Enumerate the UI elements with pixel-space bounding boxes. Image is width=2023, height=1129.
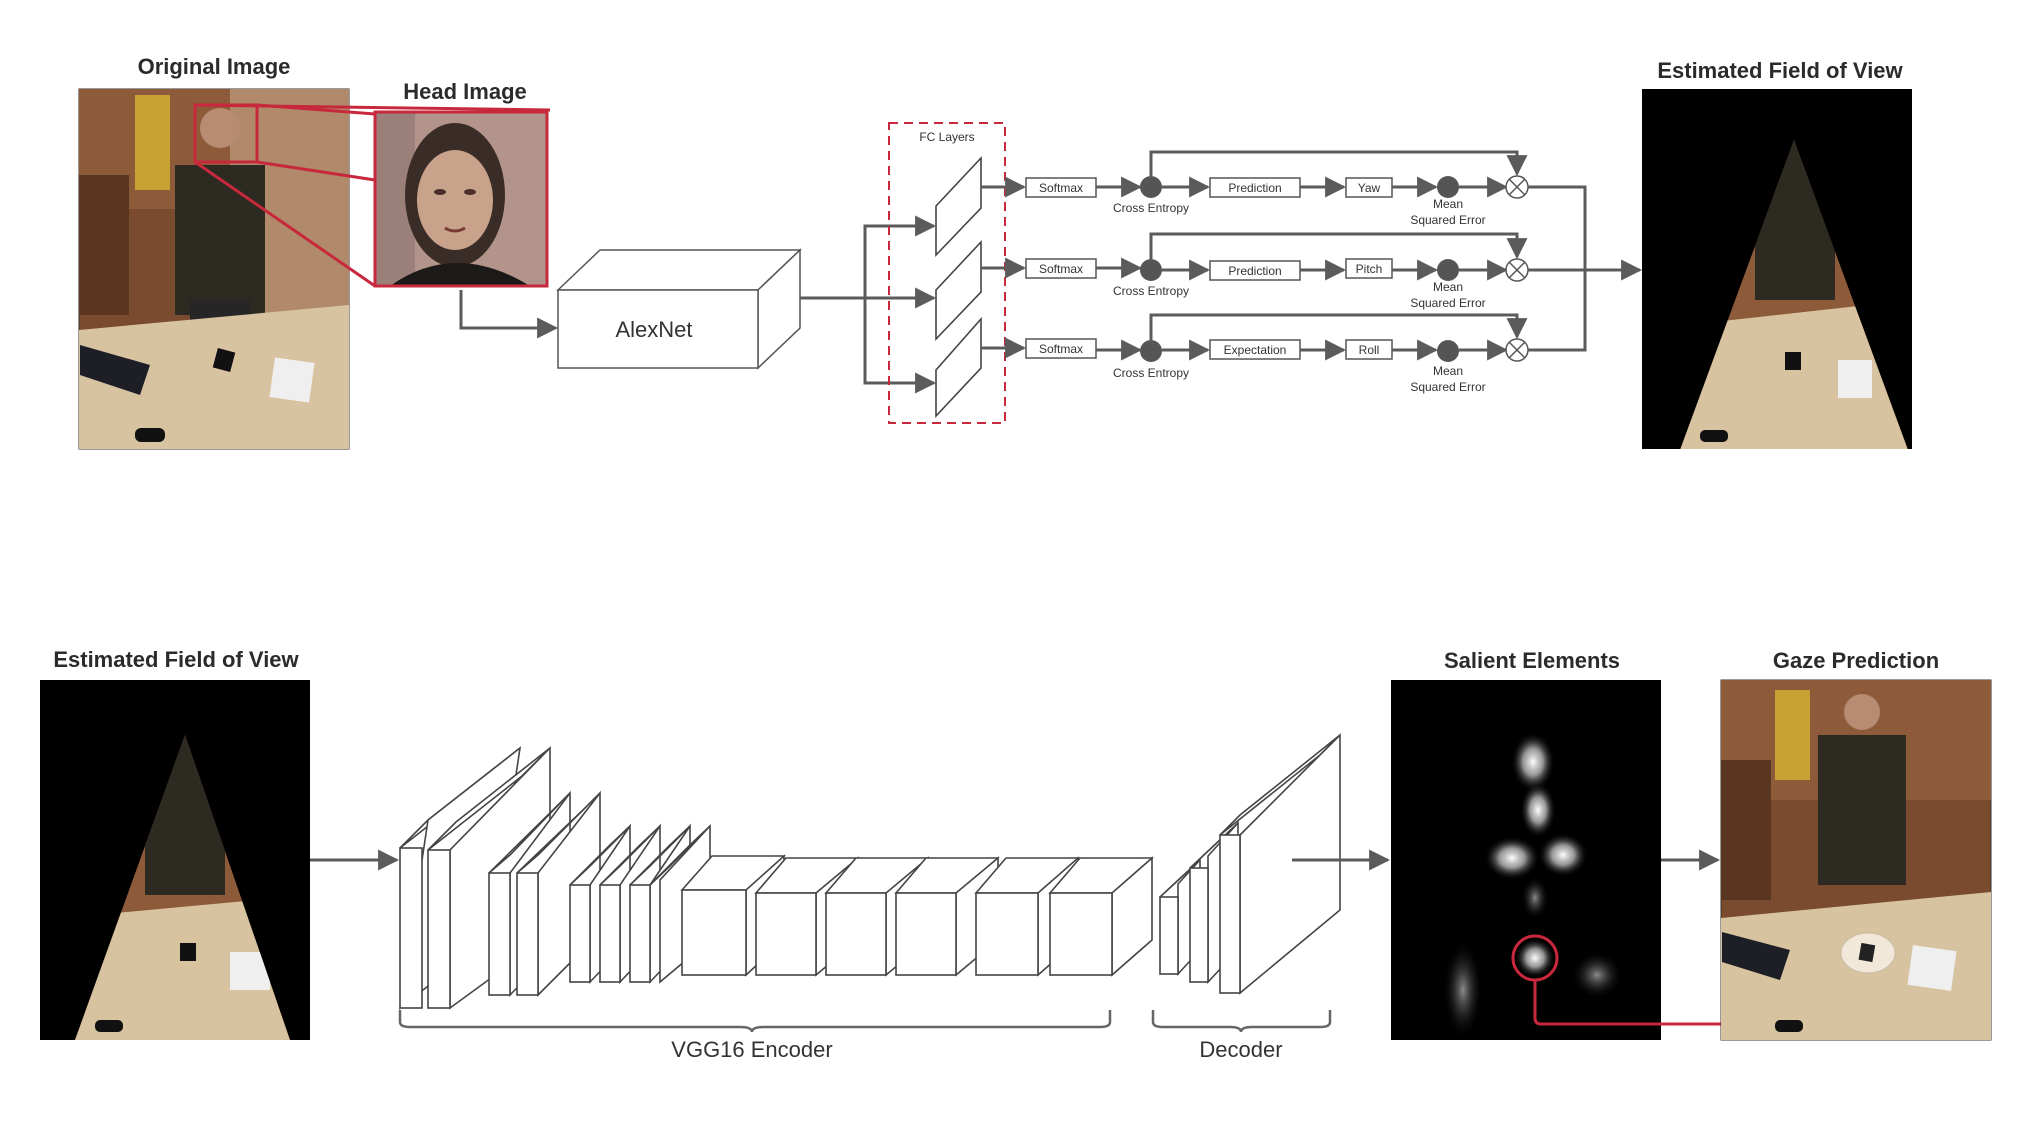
- mse-label-line1: Mean: [1433, 197, 1463, 211]
- estimated-fov-title-bottom: Estimated Field of View: [53, 647, 299, 672]
- estimated-fov-image-bottom: [40, 680, 310, 1040]
- original-image-title: Original Image: [138, 54, 291, 79]
- branch-row-yaw: Softmax Cross Entropy Prediction Yaw Mea…: [981, 150, 1529, 227]
- encoder-label: VGG16 Encoder: [671, 1037, 832, 1062]
- cross-entropy-node: [1140, 176, 1162, 198]
- encoder-brace: [398, 1010, 1112, 1033]
- alexnet-label: AlexNet: [615, 317, 692, 342]
- fc-layer-planes: [935, 155, 982, 419]
- head-to-alexnet-arrow: [459, 290, 559, 339]
- merge-to-fov-arrows: [1528, 185, 1643, 352]
- roll-label: Roll: [1359, 343, 1380, 357]
- vgg16-encoder-layers: [398, 746, 1154, 1010]
- decoder-brace: [1151, 1010, 1332, 1033]
- softmax-label: Softmax: [1039, 342, 1083, 356]
- alexnet-to-fc-arrows: [800, 215, 937, 394]
- alexnet-block: [556, 248, 802, 370]
- branch-row-roll: Softmax Cross Entropy Expectation Roll M…: [981, 313, 1529, 394]
- cross-entropy-node: [1140, 259, 1162, 281]
- mse-node: [1437, 176, 1459, 198]
- mse-label-line2: Squared Error: [1410, 380, 1485, 394]
- head-image-title: Head Image: [403, 79, 527, 104]
- head-image-photo: [373, 110, 549, 288]
- cross-entropy-label: Cross Entropy: [1113, 201, 1189, 215]
- cross-entropy-label: Cross Entropy: [1113, 366, 1189, 380]
- prediction-label: Prediction: [1228, 264, 1281, 278]
- decoder-label: Decoder: [1199, 1037, 1282, 1062]
- zoom-lines: [194, 103, 551, 288]
- mse-label-line1: Mean: [1433, 364, 1463, 378]
- fc-layers-box: [888, 122, 1006, 424]
- softmax-label: Softmax: [1039, 181, 1083, 195]
- original-image-photo: [78, 88, 350, 450]
- pitch-label: Pitch: [1356, 262, 1383, 276]
- fc-layers-label: FC Layers: [919, 130, 974, 144]
- mse-label-line2: Squared Error: [1410, 213, 1485, 227]
- cross-entropy-label: Cross Entropy: [1113, 284, 1189, 298]
- gaze-prediction-title: Gaze Prediction: [1773, 648, 1939, 673]
- prediction-label: Prediction: [1228, 181, 1281, 195]
- branch-row-pitch: Softmax Cross Entropy Prediction Pitch M…: [981, 232, 1529, 310]
- mse-label-line2: Squared Error: [1410, 296, 1485, 310]
- mse-node: [1437, 259, 1459, 281]
- salient-elements-title: Salient Elements: [1444, 648, 1620, 673]
- expectation-label: Expectation: [1224, 343, 1287, 357]
- decoder-layers: [1159, 733, 1341, 995]
- gaze-prediction-photo: [1720, 679, 1992, 1041]
- mse-node: [1437, 340, 1459, 362]
- cross-entropy-node: [1140, 340, 1162, 362]
- yaw-label: Yaw: [1358, 181, 1381, 195]
- estimated-fov-title-top: Estimated Field of View: [1657, 58, 1903, 83]
- estimated-fov-image-top: [1642, 89, 1912, 449]
- saliency-map: [1391, 680, 1661, 1040]
- softmax-label: Softmax: [1039, 262, 1083, 276]
- mse-label-line1: Mean: [1433, 280, 1463, 294]
